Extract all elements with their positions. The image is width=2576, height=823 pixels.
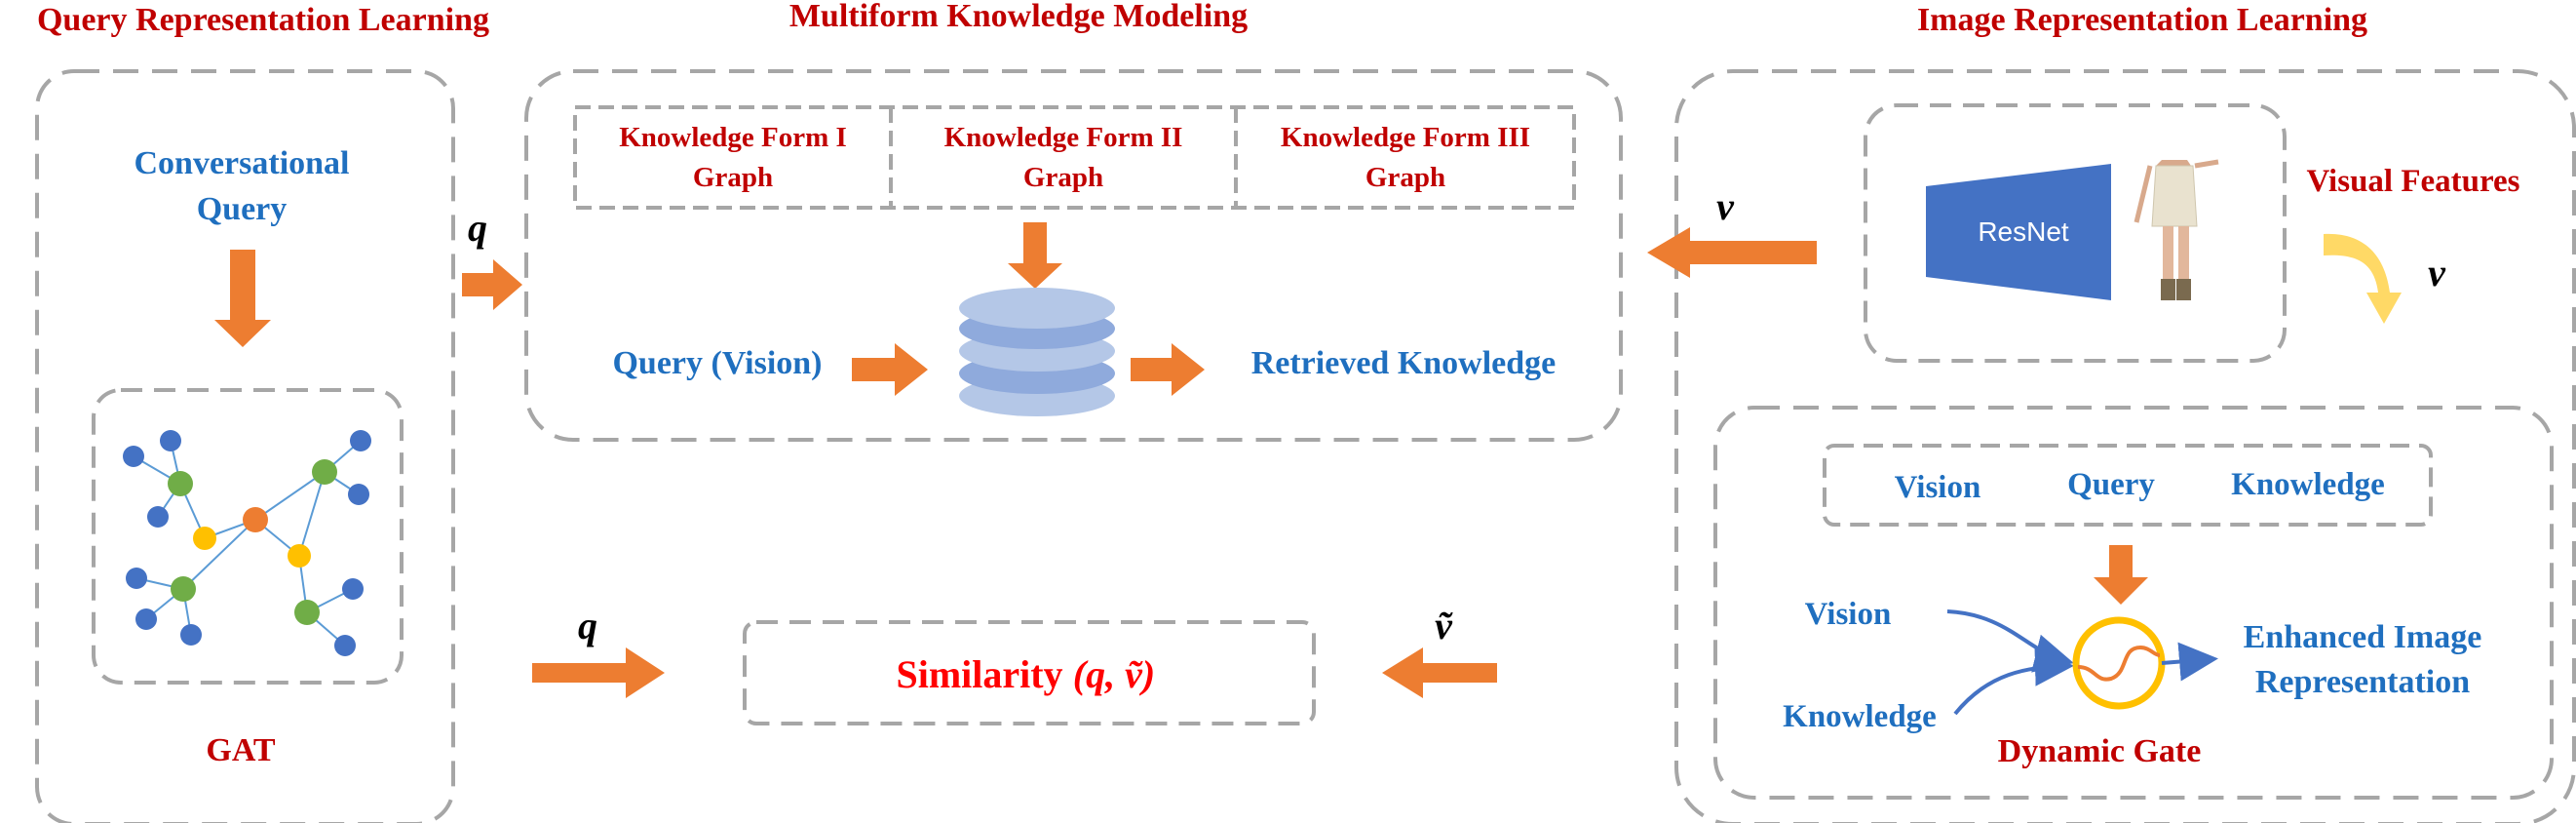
similarity-box bbox=[743, 620, 1316, 725]
q-to-similarity-arrow bbox=[532, 647, 665, 698]
graph-node bbox=[135, 608, 157, 630]
forms-to-database-arrow bbox=[1008, 222, 1062, 289]
gate-circle-icon bbox=[2072, 616, 2166, 710]
conversational-query-line2: Query bbox=[197, 191, 288, 227]
similarity-expression: (q, ṽ) bbox=[1073, 652, 1155, 696]
v-tilde-to-similarity-arrow bbox=[1382, 647, 1497, 698]
gate-input-vision: Vision bbox=[1805, 597, 1892, 632]
knowledge-section-title: Multiform Knowledge Modeling bbox=[789, 0, 1248, 34]
graph-node bbox=[334, 635, 356, 656]
input-knowledge: Knowledge bbox=[2231, 467, 2385, 502]
graph-node bbox=[350, 430, 371, 451]
graph-node bbox=[243, 507, 268, 532]
image-section-title: Image Representation Learning bbox=[1917, 2, 2367, 38]
graph-node bbox=[168, 471, 193, 496]
graph-node bbox=[288, 544, 311, 568]
enhanced-image-line1: Enhanced Image bbox=[2244, 619, 2482, 655]
image-panel bbox=[1674, 69, 2576, 823]
inputs-to-gate-arrow bbox=[2094, 545, 2148, 605]
graph-node bbox=[348, 484, 369, 505]
q-to-knowledge-arrow bbox=[462, 259, 522, 310]
query-to-database-arrow bbox=[852, 343, 928, 396]
database-to-retrieved-arrow bbox=[1131, 343, 1205, 396]
database-icon bbox=[959, 288, 1115, 416]
v-to-knowledge-arrow bbox=[1647, 227, 1817, 278]
query-section-title: Query Representation Learning bbox=[37, 2, 489, 38]
skirt-model-photo bbox=[2134, 159, 2219, 300]
graph-node bbox=[312, 459, 337, 485]
dynamic-gate-label: Dynamic Gate bbox=[1998, 733, 2202, 769]
gate-panel bbox=[1713, 406, 2554, 800]
graph-node bbox=[180, 624, 202, 646]
conversational-query-line1: Conversational bbox=[135, 145, 350, 181]
graph-node bbox=[147, 506, 169, 528]
knowledge-form-2-type: Graph bbox=[1023, 162, 1103, 193]
v-tilde-variable-bottom: ṽ bbox=[1435, 604, 1453, 647]
q-variable-top: q bbox=[468, 206, 487, 250]
visual-features-label: Visual Features bbox=[2306, 164, 2519, 199]
query-panel bbox=[35, 69, 455, 823]
graph-node bbox=[160, 430, 181, 451]
resnet-trapezoid bbox=[1926, 164, 2111, 300]
gate-input-knowledge: Knowledge bbox=[1783, 699, 1937, 734]
knowledge-form-3-title: Knowledge Form III bbox=[1281, 122, 1530, 153]
visual-features-curved-arrow bbox=[2324, 233, 2402, 324]
retrieved-knowledge-label: Retrieved Knowledge bbox=[1251, 345, 1557, 381]
gate-to-output-arrow bbox=[2161, 642, 2218, 682]
knowledge-panel bbox=[524, 69, 1623, 442]
vision-to-gate-curve bbox=[1946, 609, 2074, 673]
similarity-label: Similarity bbox=[896, 652, 1062, 696]
v-variable-top: v bbox=[1716, 184, 1735, 228]
resnet-label: ResNet bbox=[1978, 216, 2069, 247]
graph-node bbox=[126, 568, 147, 589]
graph-node bbox=[193, 527, 216, 550]
graph-node bbox=[294, 600, 320, 625]
query-vision-label: Query (Vision) bbox=[612, 345, 822, 381]
q-variable-bottom: q bbox=[578, 604, 597, 647]
gat-nodes bbox=[123, 430, 371, 656]
graph-node bbox=[171, 576, 196, 602]
graph-node bbox=[123, 446, 144, 467]
knowledge-forms-box bbox=[573, 105, 1576, 210]
gat-graph-box bbox=[92, 388, 404, 685]
resnet-box bbox=[1864, 103, 2287, 363]
knowledge-to-gate-curve bbox=[1953, 647, 2074, 716]
knowledge-form-1-type: Graph bbox=[693, 162, 773, 193]
input-query: Query bbox=[2067, 467, 2155, 502]
graph-node bbox=[342, 578, 364, 600]
gat-label: GAT bbox=[206, 732, 275, 768]
input-vision: Vision bbox=[1895, 470, 1981, 505]
knowledge-form-2-title: Knowledge Form II bbox=[944, 122, 1183, 153]
enhanced-image-line2: Representation bbox=[2255, 664, 2470, 700]
knowledge-form-1-title: Knowledge Form I bbox=[619, 122, 847, 153]
inputs-box bbox=[1823, 444, 2433, 527]
query-down-arrow bbox=[214, 250, 271, 347]
v-variable-right: v bbox=[2428, 251, 2446, 294]
knowledge-form-3-type: Graph bbox=[1365, 162, 1445, 193]
